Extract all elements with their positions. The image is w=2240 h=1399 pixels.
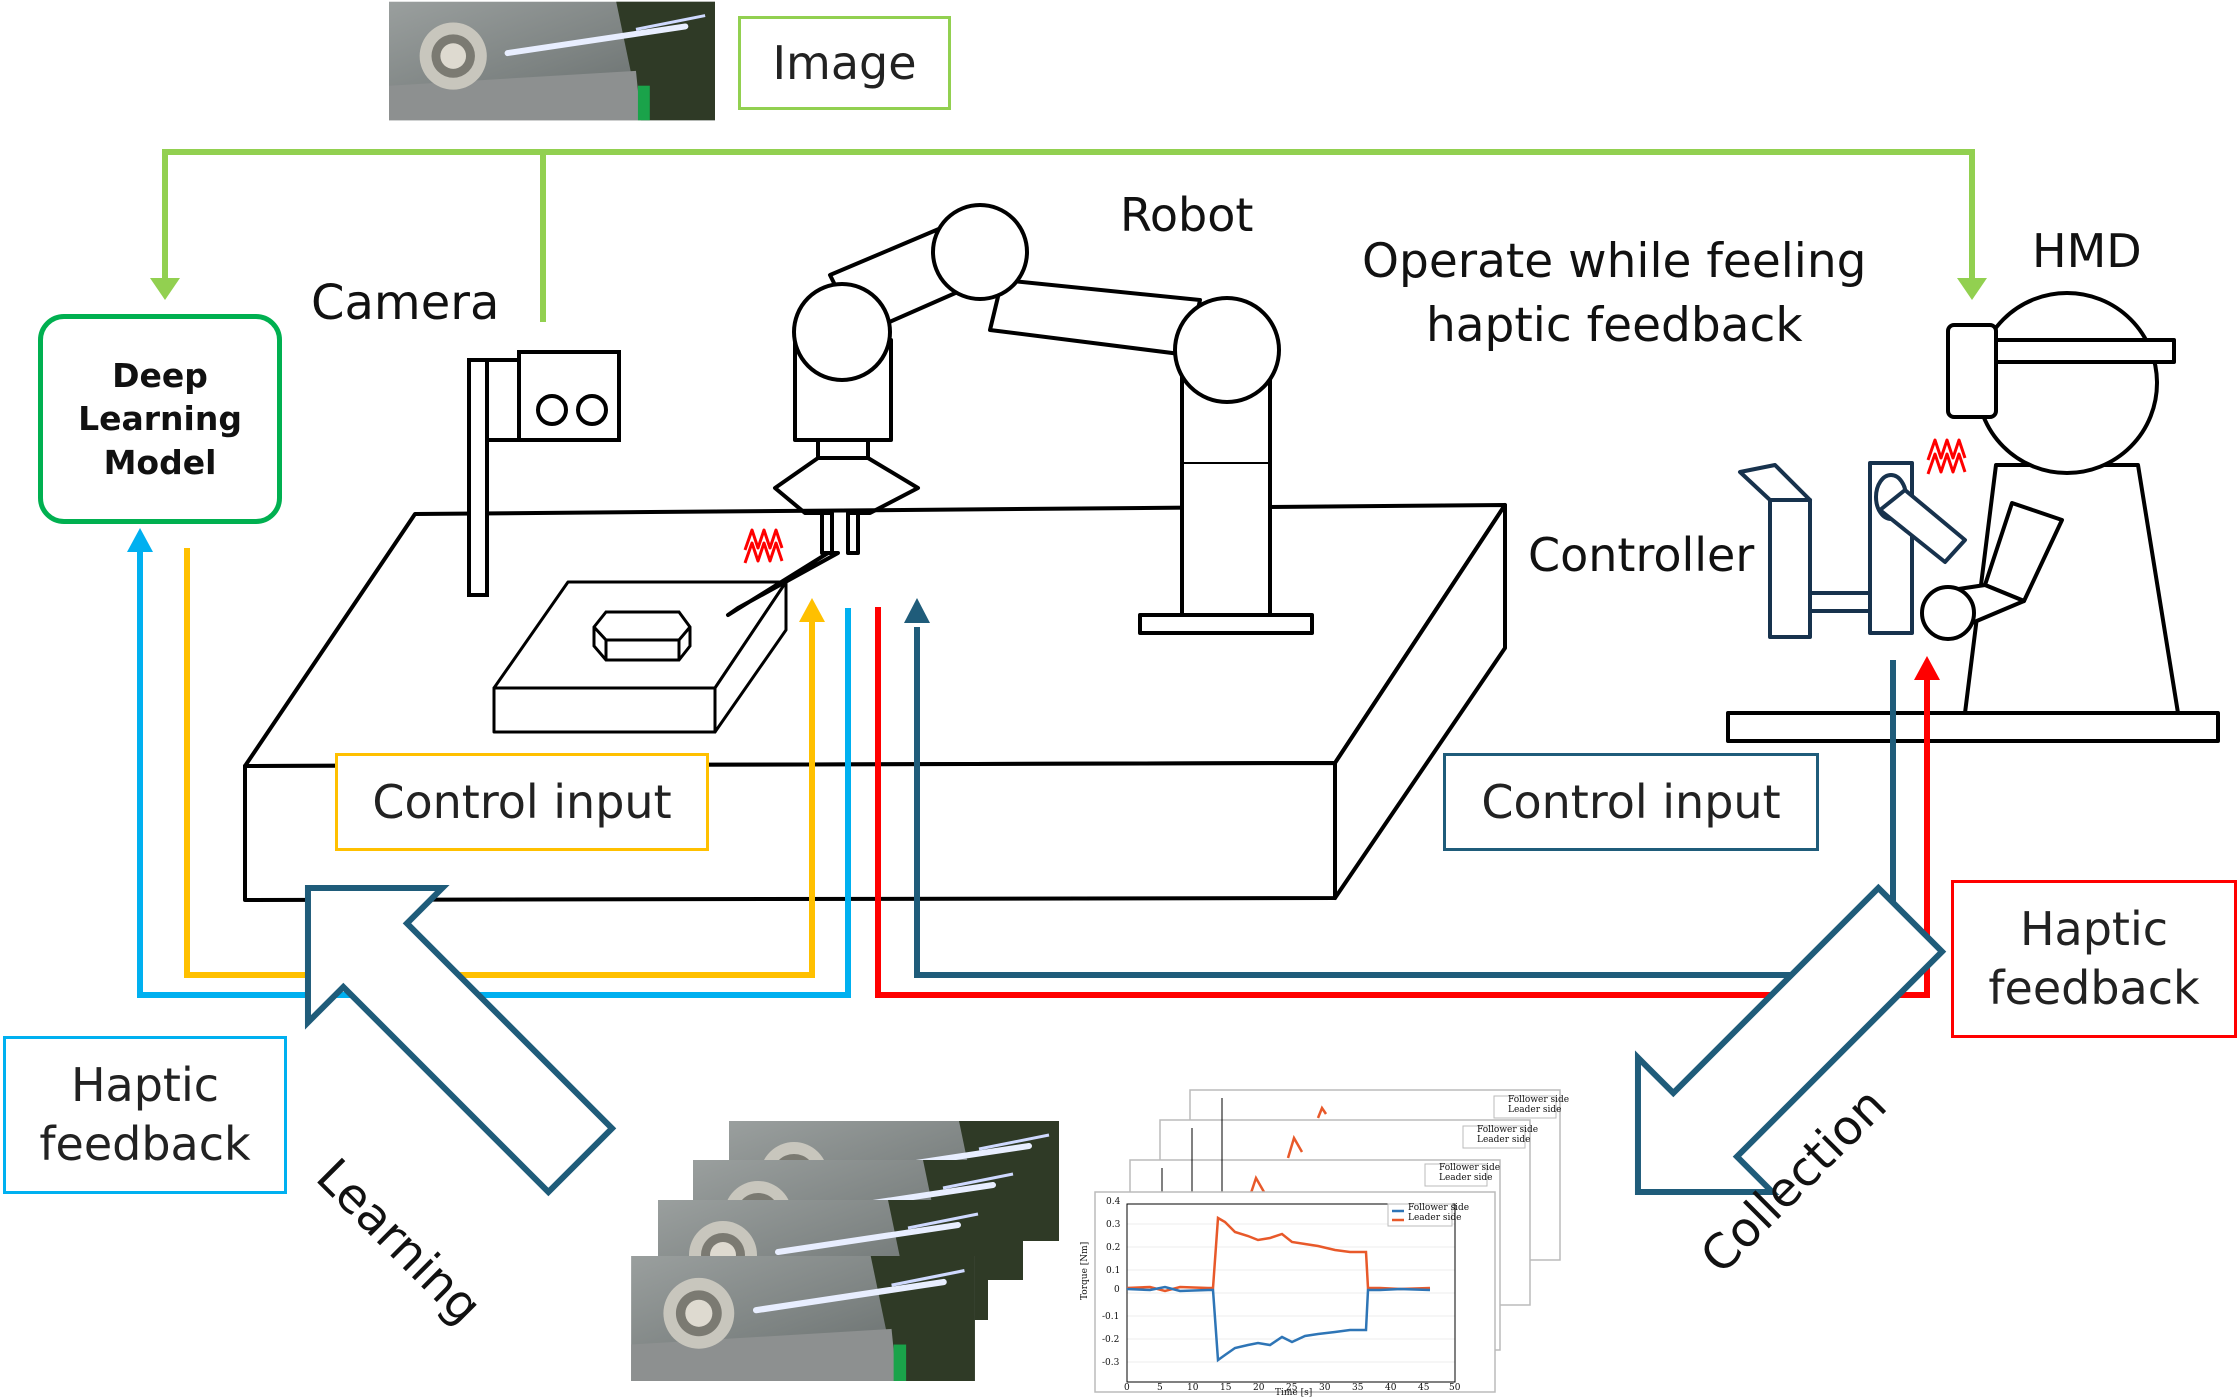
haptic-feedback-right-label: Haptic feedback [1988, 902, 2200, 1015]
robot-label: Robot [1120, 188, 1254, 242]
plot-ytick: -0.2 [1102, 1335, 1120, 1345]
signal-lines [137, 548, 1930, 998]
operate-label: Operate while feeling haptic feedback [1362, 234, 1867, 353]
plot-legend-leader: Leader side [1408, 1213, 1462, 1223]
leader-series [1126, 1215, 1431, 1293]
plot-xtick: 35 [1352, 1383, 1364, 1393]
controller-device [1738, 461, 1967, 639]
plot-xtick: 5 [1157, 1383, 1163, 1393]
plot-xtick: 0 [1124, 1383, 1130, 1393]
back-plot-legend-follower-3: Follower side [1439, 1163, 1501, 1173]
back-plot-legend-leader-1: Leader side [1508, 1105, 1562, 1115]
plot-ytick: 0.2 [1106, 1243, 1121, 1253]
back-plot-legend-leader-2: Leader side [1477, 1135, 1531, 1145]
plot-ytick: 0.3 [1106, 1220, 1121, 1230]
deep-learning-model-label: Deep Learning Model [78, 355, 242, 482]
plot-ylabel: Torque [Nm] [1080, 1241, 1090, 1300]
vibration-icon-robot [743, 528, 784, 564]
follower-series [1126, 1285, 1431, 1363]
plot-xtick: 25 [1286, 1383, 1298, 1393]
plot-ytick: 0.4 [1106, 1197, 1121, 1207]
plot-xtick: 20 [1253, 1383, 1265, 1393]
plot-legend-follower: Follower side [1408, 1203, 1470, 1213]
image-arrowhead-left [150, 278, 180, 300]
plot-yticks: 0.4 0.3 0.2 0.1 0 -0.1 -0.2 -0.3 [1100, 1197, 1126, 1377]
plot-xlabel: Time [s] [1275, 1388, 1313, 1398]
image-label-box: Image [738, 16, 951, 110]
plot-xtick: 15 [1220, 1383, 1232, 1393]
collection-arrow [1634, 883, 1947, 1196]
haptic-right-line [875, 607, 1930, 998]
back-plot-legend-follower-2: Follower side [1477, 1125, 1539, 1135]
control-right-line [914, 627, 1896, 978]
plot-ytick: 0 [1114, 1285, 1120, 1295]
image-flow-lines [162, 149, 1975, 322]
photo-stack [631, 1121, 1059, 1381]
deep-learning-model-box: Deep Learning Model [38, 314, 282, 524]
plot-xtick: 45 [1418, 1383, 1430, 1393]
controller-label: Controller [1528, 528, 1755, 582]
hex-nut [592, 610, 692, 662]
plot-ytick: -0.3 [1102, 1358, 1120, 1368]
back-plot-legend-follower-1: Follower side [1508, 1095, 1570, 1105]
haptic-left-arrowhead [127, 528, 153, 552]
control-input-left-label: Control input [372, 775, 672, 829]
plot-ytick: -0.1 [1102, 1312, 1120, 1322]
back-plot-legend-leader-3: Leader side [1439, 1173, 1493, 1183]
learning-arrow [304, 884, 617, 1197]
plot-xtick: 10 [1187, 1383, 1199, 1393]
robot-arm [726, 203, 1314, 635]
control-input-right-box: Control input [1443, 753, 1819, 851]
plot-xtick: 50 [1449, 1383, 1461, 1393]
image-photo [389, 2, 715, 121]
control-left-arrowhead [799, 598, 825, 622]
hmd-label: HMD [2032, 224, 2142, 278]
plot-stack [1094, 1089, 1561, 1393]
control-input-left-box: Control input [335, 753, 709, 851]
haptic-feedback-right-box: Haptic feedback [1951, 880, 2237, 1038]
control-left-line [184, 548, 815, 978]
vibration-icon-controller [1926, 438, 1967, 475]
camera-label: Camera [311, 275, 500, 331]
plot-xtick: 30 [1319, 1383, 1331, 1393]
image-label: Image [772, 36, 917, 90]
haptic-feedback-left-label: Haptic feedback [39, 1058, 251, 1171]
image-arrowhead-right [1957, 278, 1987, 300]
plot-xticks: 0 5 10 15 20 25 30 35 40 45 50 [1124, 1383, 1461, 1395]
operator [1726, 291, 2220, 743]
plot-xtick: 40 [1385, 1383, 1397, 1393]
haptic-left-line [137, 548, 851, 998]
control-right-arrowhead [904, 598, 930, 623]
haptic-feedback-left-box: Haptic feedback [3, 1036, 287, 1194]
camera [467, 350, 621, 597]
plot-ytick: 0.1 [1106, 1266, 1121, 1276]
haptic-right-arrowhead [1914, 656, 1940, 680]
control-input-right-label: Control input [1481, 775, 1781, 829]
